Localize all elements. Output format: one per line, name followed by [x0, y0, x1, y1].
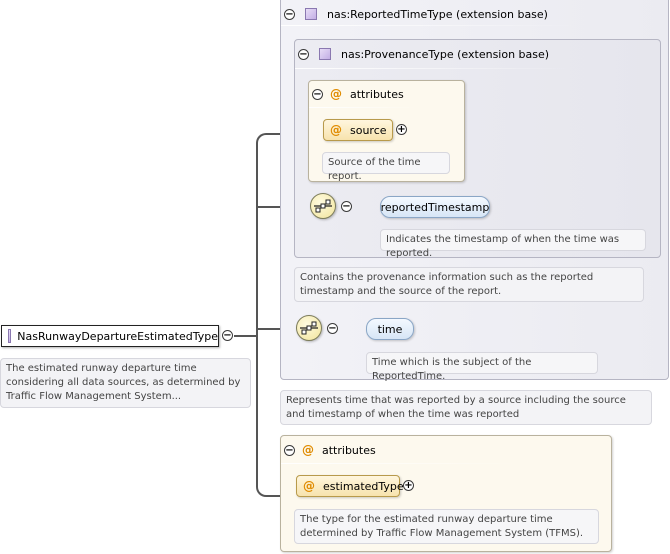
provenance-attributes-collapse-toggle[interactable]: − — [312, 89, 323, 100]
plus-circle-icon: + — [404, 479, 413, 491]
header-divider — [281, 25, 581, 26]
own-attributes-label: attributes — [322, 444, 376, 457]
plus-circle-icon: + — [397, 123, 406, 135]
sequence-compositor-icon — [314, 199, 332, 213]
connector-seq2 — [258, 328, 296, 330]
source-attribute-name: source — [350, 123, 387, 137]
header-divider — [309, 107, 419, 108]
sequence-compositor[interactable] — [296, 315, 322, 341]
root-documentation: The estimated runway departure time cons… — [0, 358, 251, 408]
minus-circle-icon: − — [328, 322, 337, 334]
estimated-type-name: estimatedType — [323, 479, 404, 493]
reported-timestamp-element[interactable]: reportedTimestamp — [380, 196, 490, 218]
complex-type-icon — [319, 48, 331, 60]
at-sign-icon: @ — [303, 479, 315, 493]
time-documentation: Time which is the subject of the Reporte… — [366, 352, 598, 382]
reported-time-collapse-toggle[interactable]: − — [284, 9, 295, 20]
estimated-type-documentation: The type for the estimated runway depart… — [294, 509, 599, 544]
minus-circle-icon: − — [285, 444, 294, 456]
sequence-collapse-toggle[interactable]: − — [327, 323, 338, 334]
sequence-compositor-icon — [300, 321, 318, 335]
minus-circle-icon: − — [342, 200, 351, 212]
complex-type-icon — [8, 329, 12, 343]
connector-root-stub — [234, 335, 258, 337]
reported-time-header: nas:ReportedTimeType (extension base) — [327, 8, 548, 21]
time-element-name: time — [377, 322, 403, 336]
provenance-collapse-toggle[interactable]: − — [298, 49, 309, 60]
reported-timestamp-documentation: Indicates the timestamp of when the time… — [380, 229, 646, 259]
reported-timestamp-name: reportedTimestamp — [380, 200, 490, 214]
provenance-documentation: Contains the provenance information such… — [294, 267, 644, 302]
root-collapse-toggle[interactable]: − — [222, 330, 233, 341]
at-sign-icon: @ — [302, 443, 314, 457]
root-element-box[interactable]: NasRunwayDepartureEstimatedType — [1, 325, 219, 347]
root-element-name: NasRunwayDepartureEstimatedType — [17, 329, 218, 343]
sequence-collapse-toggle[interactable]: − — [341, 201, 352, 212]
minus-circle-icon: − — [313, 88, 322, 100]
header-divider — [295, 68, 575, 69]
header-divider — [281, 463, 521, 464]
source-expand-toggle[interactable]: + — [396, 124, 407, 135]
time-element[interactable]: time — [366, 318, 414, 340]
connector-trunk — [256, 133, 268, 497]
complex-type-icon — [305, 8, 317, 20]
estimated-type-expand-toggle[interactable]: + — [403, 480, 414, 491]
sequence-compositor[interactable] — [310, 193, 336, 219]
minus-circle-icon: − — [223, 329, 232, 341]
estimated-type-attribute[interactable]: @ estimatedType — [296, 475, 404, 497]
own-attributes-collapse-toggle[interactable]: − — [284, 445, 295, 456]
source-documentation: Source of the time report. — [322, 152, 450, 182]
at-sign-icon: @ — [330, 87, 342, 101]
reported-time-documentation: Represents time that was reported by a s… — [280, 390, 652, 425]
source-attribute[interactable]: @ source — [323, 119, 393, 141]
minus-circle-icon: − — [285, 8, 294, 20]
provenance-attributes-label: attributes — [350, 88, 404, 101]
provenance-header: nas:ProvenanceType (extension base) — [341, 48, 550, 61]
minus-circle-icon: − — [299, 48, 308, 60]
at-sign-icon: @ — [330, 123, 342, 137]
